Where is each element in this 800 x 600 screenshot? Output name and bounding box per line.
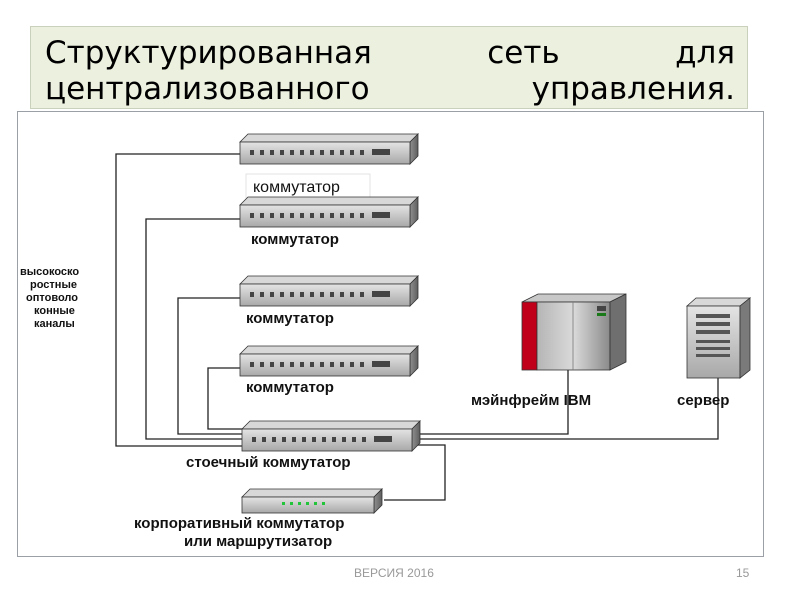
fiber-link-4 (207, 367, 243, 430)
switch-label-1: коммутатор (251, 231, 339, 248)
fiber-link-2 (145, 218, 243, 440)
server-label: сервер (677, 392, 729, 409)
network-diagram: коммутатор коммутатор коммутатор (17, 111, 764, 557)
page-number: 15 (736, 566, 750, 580)
corporate-link (384, 444, 446, 501)
switch-device-2 (239, 196, 419, 228)
fiber-label-line: оптоволо (26, 292, 78, 304)
corporate-label-line2: или маршрутизатор (184, 533, 332, 550)
switch-label-boxed: коммутатор (253, 179, 340, 196)
switch-device-1 (239, 133, 419, 165)
corporate-label-line1: корпоративный коммутатор (134, 515, 344, 532)
mainframe-device (521, 293, 627, 371)
router-device (241, 488, 383, 514)
slide-title-line-2: централизованного управления. (45, 71, 735, 107)
connection-lines (115, 153, 719, 501)
title-word: для (675, 35, 735, 71)
switch-label-2: коммутатор (246, 310, 334, 327)
title-word: централизованного (45, 71, 370, 107)
mainframe-link (415, 370, 569, 435)
mainframe-label: мэйнфрейм IBM (471, 392, 591, 409)
fiber-label-line: каналы (34, 318, 75, 330)
slide-title-box: Структурированная сеть для централизован… (30, 26, 748, 109)
title-word: сеть (487, 35, 560, 71)
fiber-label-line: высокоско (20, 266, 79, 278)
fiber-label-line: ростные (30, 279, 77, 291)
switch-device-4 (239, 345, 419, 377)
fiber-link-3 (177, 297, 243, 435)
network-diagram-svg: коммутатор коммутатор коммутатор (20, 133, 752, 550)
switch-device-3 (239, 275, 419, 307)
server-link (415, 377, 719, 440)
rack-switch-device (241, 420, 421, 452)
title-word: Структурированная (45, 35, 372, 71)
fiber-channels-label: высокоско ростные оптоволо конные каналы (20, 266, 79, 330)
switch-label-3: коммутатор (246, 379, 334, 396)
fiber-link-1 (115, 153, 243, 447)
server-device (685, 297, 752, 379)
fiber-label-line: конные (34, 305, 75, 317)
slide-title-line-1: Структурированная сеть для (45, 35, 735, 71)
rack-switch-label: стоечный коммутатор (186, 454, 351, 471)
footer-version: ВЕРСИЯ 2016 (354, 566, 434, 580)
title-word: управления. (531, 71, 735, 107)
switch-label-box (245, 173, 371, 199)
